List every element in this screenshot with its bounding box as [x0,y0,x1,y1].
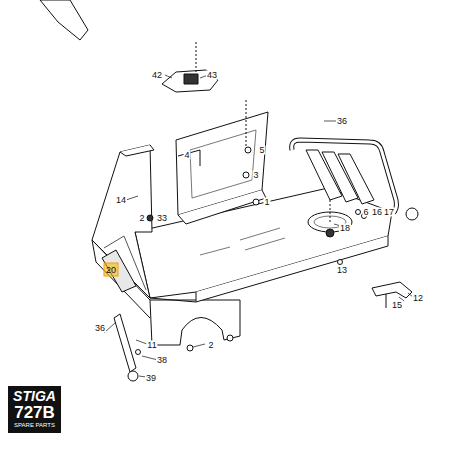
callout-number: 42 [151,71,163,80]
pedal [162,70,218,92]
cutout [102,250,136,292]
callout-number: 2 [207,341,214,350]
brand-name: STIGA [12,389,57,404]
callout-number: 43 [206,71,218,80]
callout-number: 33 [156,214,168,223]
highlight [104,263,118,276]
callout-number: 5 [258,146,265,155]
frame-top [120,145,154,156]
brand-logo-box: STIGA727BSPARE PARTS [8,386,61,433]
callout-number: 12 [412,294,424,303]
callout-number: 17 [383,208,395,217]
callout-number: 18 [339,224,351,233]
rod-end [128,371,138,381]
subtitle: SPARE PARTS [12,422,57,428]
callout-number: 3 [252,171,259,180]
model-number: 727B [12,404,57,422]
rod [114,314,136,372]
callout-number: 11 [146,341,157,350]
callout-number: 36 [94,324,106,333]
callout-number: 16 [371,208,383,217]
callout-number: 15 [391,301,403,310]
callout-number: 14 [115,196,127,205]
callout-number: 20 [105,266,117,275]
front-frame [92,145,152,298]
callout-number: 39 [145,374,157,383]
callout-number: 13 [336,266,348,275]
callout-number: 1 [263,198,270,207]
bracket-flange [178,190,266,224]
partial-part [40,0,88,40]
callout-number: 2 [138,214,145,223]
callout-number: 4 [183,151,190,160]
seat-bracket [176,112,268,215]
bumper-tube [292,140,397,214]
chassis-side [196,236,388,302]
bumper-cap [406,208,418,220]
callout-number: 6 [362,208,369,217]
callout-number: 38 [156,356,168,365]
callout-number: 36 [336,117,348,126]
lever [372,282,412,298]
bumper-grips [306,150,374,204]
